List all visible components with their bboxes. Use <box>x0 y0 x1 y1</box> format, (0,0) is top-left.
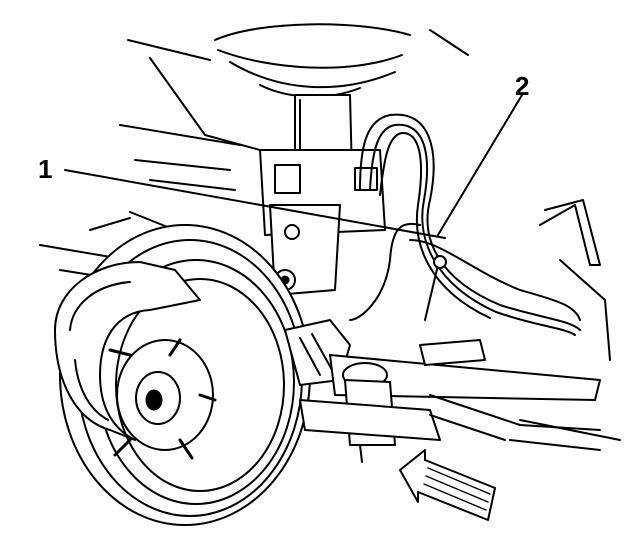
callout-2-label: 2 <box>515 71 529 101</box>
strut-assembly <box>259 94 386 296</box>
vehicle-body-lines <box>39 29 621 451</box>
spring-top-mount <box>214 23 411 98</box>
callout-2-leader <box>437 94 523 236</box>
view-arrow-icon <box>399 449 496 521</box>
callout-leaders <box>64 94 523 239</box>
callout-1-label: 1 <box>38 154 52 184</box>
callout-1-leader <box>64 169 446 239</box>
brake-lines <box>349 113 601 336</box>
lower-control-arm <box>429 394 601 441</box>
knuckle-tie-rod <box>284 255 601 463</box>
brake-caliper <box>54 261 201 441</box>
